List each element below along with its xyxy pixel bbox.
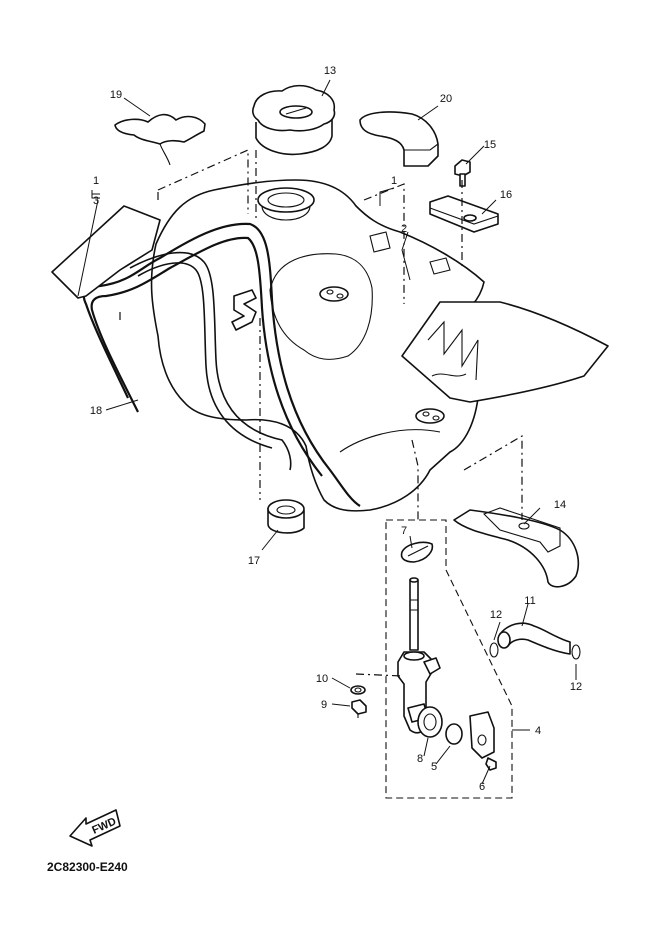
callout-1-right: 1	[391, 175, 397, 187]
callout-15: 15	[484, 139, 496, 151]
part-6-lever-plate	[469, 711, 497, 771]
callout-16: 16	[500, 189, 512, 201]
part-17-grommet	[267, 499, 305, 534]
callout-12-lower: 12	[570, 681, 582, 693]
callout-19: 19	[110, 89, 122, 101]
callout-9: 9	[321, 699, 327, 711]
callout-7: 7	[401, 525, 407, 537]
part-5-gasket	[445, 723, 463, 745]
part-19-tank-pad	[114, 113, 206, 166]
part-12-hose-clip-left	[489, 642, 499, 658]
callout-8: 8	[417, 753, 423, 765]
callout-11: 11	[524, 595, 535, 607]
drawing-code: 2C82300-E240	[47, 860, 128, 874]
part-3-left-decal	[51, 205, 161, 299]
callout-14: 14	[554, 499, 566, 511]
alignment-lines	[119, 149, 523, 677]
part-9-screw	[351, 699, 367, 718]
part-1-fuel-tank	[150, 179, 485, 512]
callout-3: 3	[93, 195, 99, 207]
part-11-fuel-hose	[497, 622, 571, 655]
callout-1-left: 1	[93, 175, 99, 187]
part-8-oring	[417, 706, 443, 738]
part-7-gasket	[400, 541, 434, 563]
part-20-damper	[359, 111, 439, 167]
sub-assembly-box	[385, 519, 513, 799]
part-2-right-decal	[401, 301, 609, 403]
callout-4: 4	[535, 725, 541, 737]
part-10-washer	[350, 685, 366, 695]
callout-labels: 13 19 20 15 16 1 2 1 3 18 14 17 7 11 12 …	[90, 65, 582, 793]
callout-5: 5	[431, 761, 437, 773]
callout-6: 6	[479, 781, 485, 793]
callout-2: 2	[401, 223, 407, 235]
callout-12-upper: 12	[490, 609, 502, 621]
part-12-hose-clip-right	[571, 644, 581, 660]
callout-13: 13	[324, 65, 336, 77]
part-18-trim-seal	[82, 222, 361, 507]
part-14-protector	[453, 507, 580, 588]
callout-18: 18	[90, 405, 102, 417]
fwd-arrow-icon: FWD	[69, 809, 121, 847]
leader-lines	[77, 79, 577, 785]
callout-20: 20	[440, 93, 452, 105]
part-13-fuel-cap	[252, 84, 336, 156]
callout-17: 17	[248, 555, 260, 567]
part-16-bracket	[429, 195, 499, 233]
callout-10: 10	[316, 673, 328, 685]
